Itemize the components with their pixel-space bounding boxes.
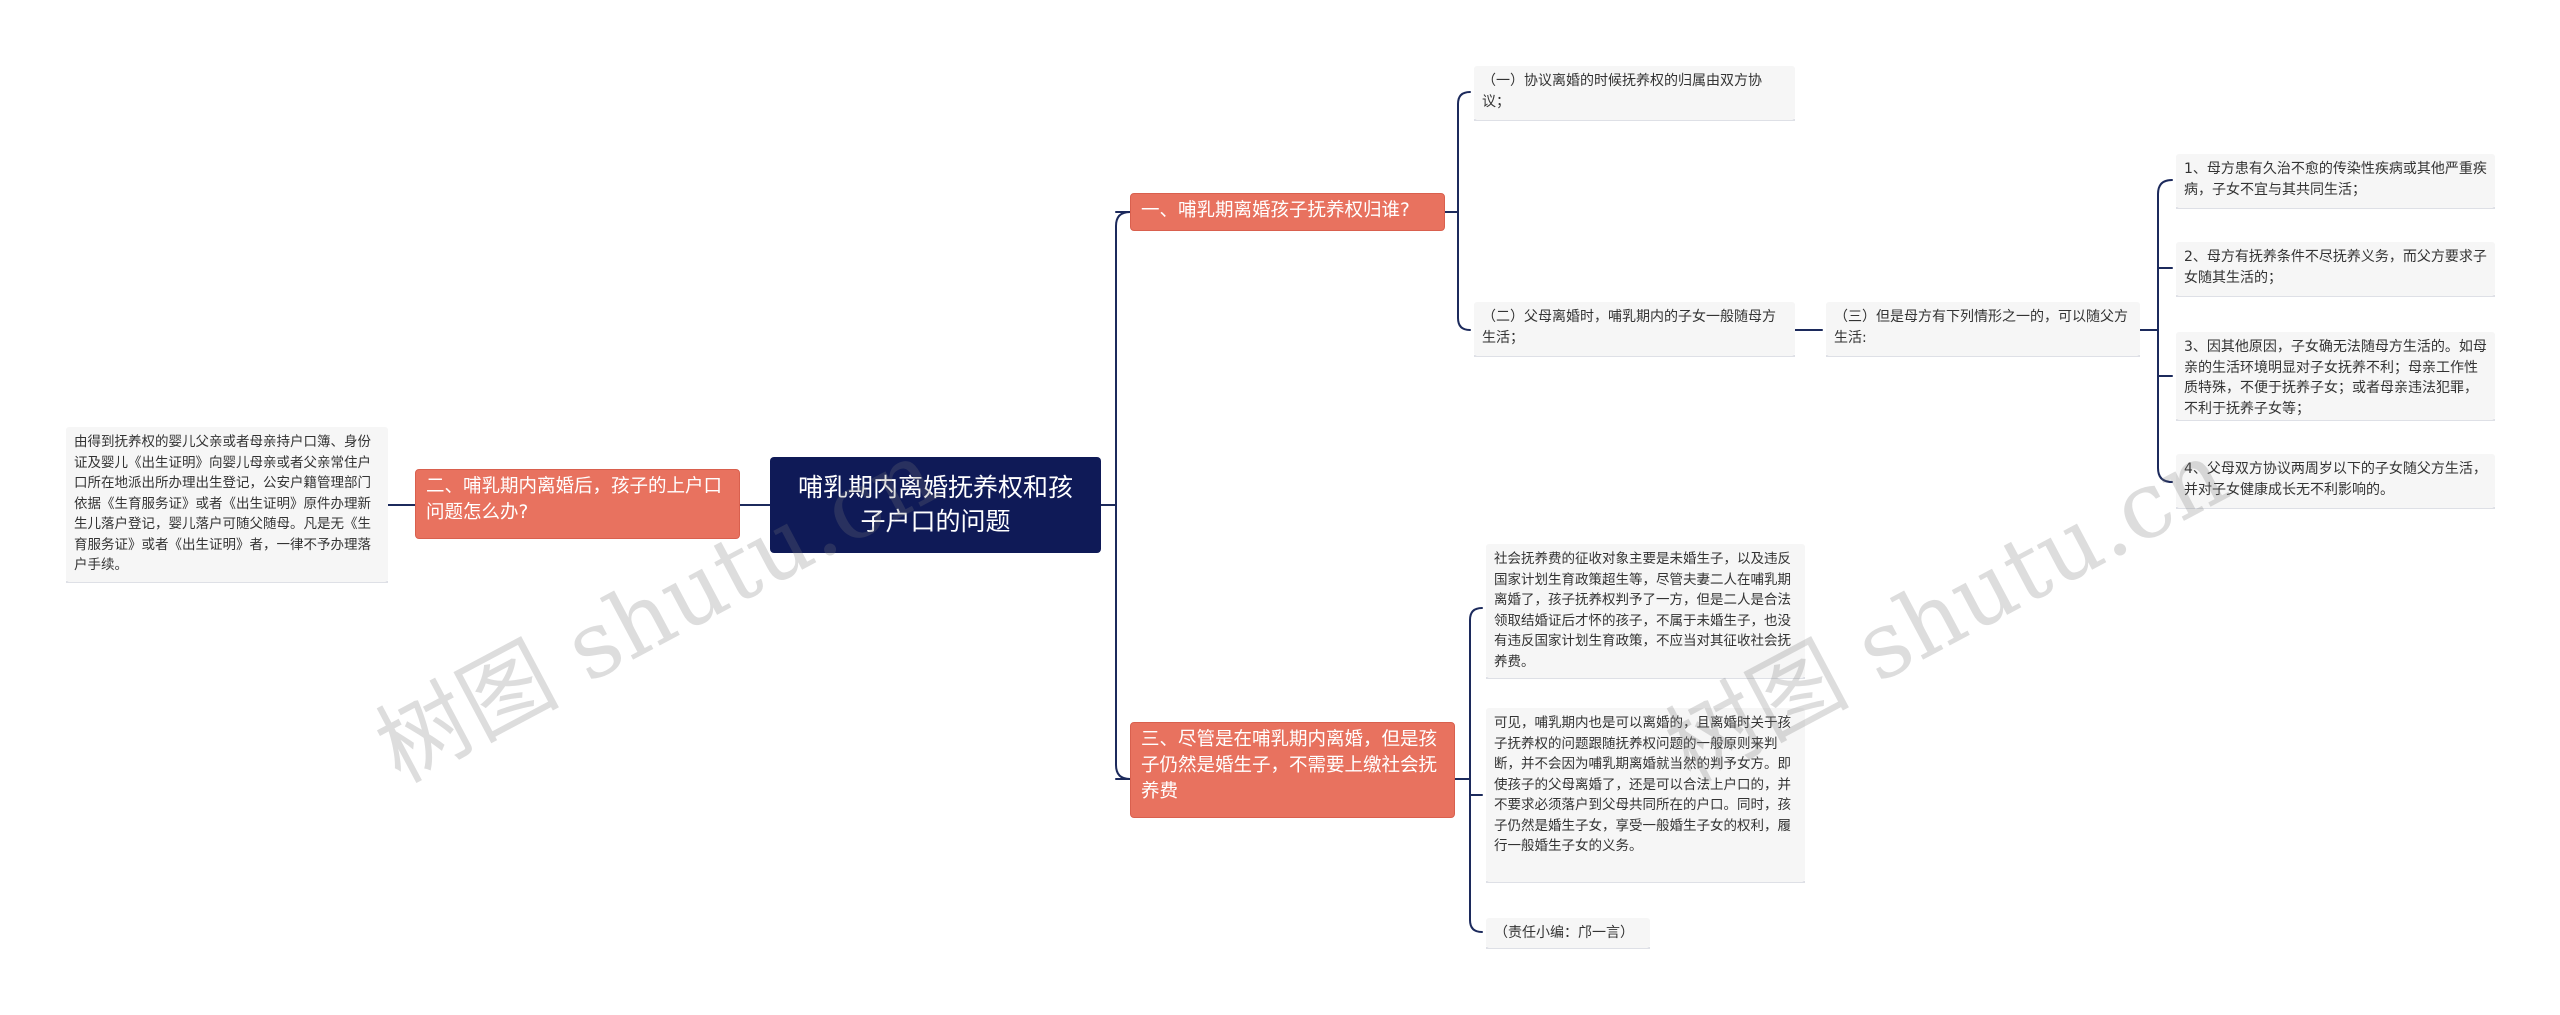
branch-1-label: 一、哺乳期离婚孩子抚养权归谁? [1141, 200, 1410, 221]
branch-1-node[interactable]: 一、哺乳期离婚孩子抚养权归谁? [1130, 193, 1445, 231]
edge-branch3-spine [1469, 607, 1483, 933]
branch-2-item-1-text: 由得到抚养权的婴儿父亲或者母亲持户口簿、身份证及婴儿《出生证明》向婴儿母亲或者父… [74, 434, 371, 573]
branch-3-item-3[interactable]: （责任小编：邝一言） [1486, 918, 1650, 948]
branch-3-item-1-text: 社会抚养费的征收对象主要是未婚生子，以及违反国家计划生育政策超生等，尽管夫妻二人… [1494, 551, 1791, 670]
branch-1-sub-node[interactable]: （三）但是母方有下列情形之一的，可以随父方生活: [1826, 302, 2140, 356]
sub-item-3-text: 3、因其他原因，子女确无法随母方生活的。如母亲的生活环境明显对子女抚养不利；母亲… [2184, 339, 2487, 417]
branch-3-item-1[interactable]: 社会抚养费的征收对象主要是未婚生子，以及违反国家计划生育政策超生等，尽管夫妻二人… [1486, 544, 1805, 678]
branch-2-node[interactable]: 二、哺乳期内离婚后，孩子的上户口问题怎么办? [415, 469, 740, 539]
sub-item-4-text: 4、父母双方协议两周岁以下的子女随父方生活，并对子女健康成长无不利影响的。 [2184, 461, 2487, 498]
sub-item-1[interactable]: 1、母方患有久治不愈的传染性疾病或其他严重疾病，子女不宜与其共同生活； [2176, 154, 2495, 208]
root-label: 哺乳期内离婚抚养权和孩子户口的问题 [797, 473, 1073, 536]
root-node[interactable]: 哺乳期内离婚抚养权和孩子户口的问题 [770, 457, 1101, 553]
branch-2-item-1[interactable]: 由得到抚养权的婴儿父亲或者母亲持户口簿、身份证及婴儿《出生证明》向婴儿母亲或者父… [66, 427, 388, 582]
branch-1-item-1[interactable]: （一）协议离婚的时候抚养权的归属由双方协议； [1474, 66, 1795, 120]
branch-1-item-2-text: （二）父母离婚时，哺乳期内的子女一般随母方生活； [1482, 309, 1776, 346]
branch-1-item-2[interactable]: （二）父母离婚时，哺乳期内的子女一般随母方生活； [1474, 302, 1795, 356]
branch-3-item-2[interactable]: 可见，哺乳期内也是可以离婚的，且离婚时关于孩子抚养权的问题跟随抚养权问题的一般原… [1486, 708, 1805, 882]
branch-3-label: 三、尽管是在哺乳期内离婚，但是孩子仍然是婚生子，不需要上缴社会抚养费 [1141, 729, 1438, 802]
edge-right-spine [1115, 211, 1131, 780]
edge-branch1-spine [1457, 91, 1471, 331]
edge-sub-spine [2157, 179, 2173, 483]
sub-item-2-text: 2、母方有抚养条件不尽抚养义务，而父方要求子女随其生活的； [2184, 249, 2487, 286]
branch-2-label: 二、哺乳期内离婚后，孩子的上户口问题怎么办? [426, 476, 723, 523]
branch-3-item-3-text: （责任小编：邝一言） [1494, 925, 1634, 941]
branch-3-node[interactable]: 三、尽管是在哺乳期内离婚，但是孩子仍然是婚生子，不需要上缴社会抚养费 [1130, 722, 1455, 818]
branch-1-sub-label: （三）但是母方有下列情形之一的，可以随父方生活: [1834, 309, 2128, 346]
sub-item-2[interactable]: 2、母方有抚养条件不尽抚养义务，而父方要求子女随其生活的； [2176, 242, 2495, 296]
sub-item-3[interactable]: 3、因其他原因，子女确无法随母方生活的。如母亲的生活环境明显对子女抚养不利；母亲… [2176, 332, 2495, 420]
branch-1-item-1-text: （一）协议离婚的时候抚养权的归属由双方协议； [1482, 73, 1762, 110]
sub-item-1-text: 1、母方患有久治不愈的传染性疾病或其他严重疾病，子女不宜与其共同生活； [2184, 161, 2487, 198]
branch-3-item-2-text: 可见，哺乳期内也是可以离婚的，且离婚时关于孩子抚养权的问题跟随抚养权问题的一般原… [1494, 715, 1791, 854]
sub-item-4[interactable]: 4、父母双方协议两周岁以下的子女随父方生活，并对子女健康成长无不利影响的。 [2176, 454, 2495, 508]
